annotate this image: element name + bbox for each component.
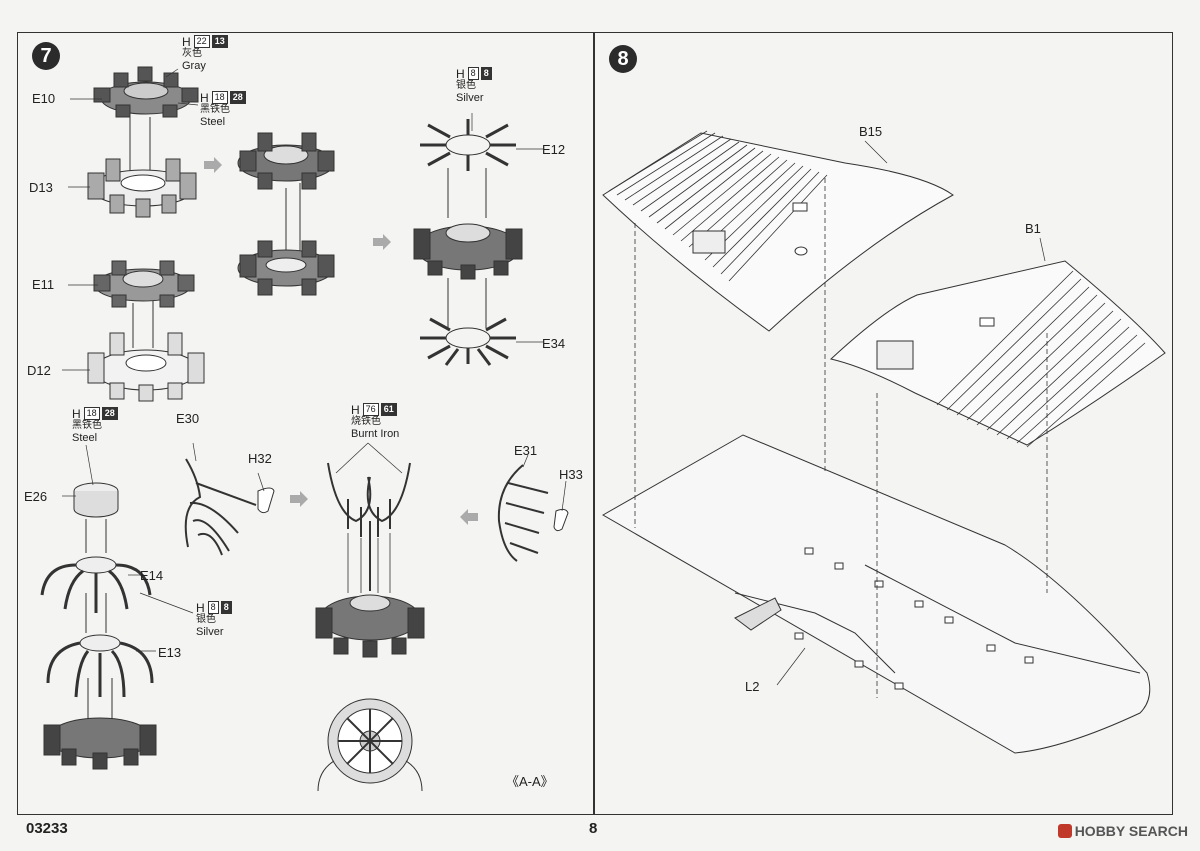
part-h33: [553, 508, 569, 532]
engine-assembly-lower: [237, 240, 335, 296]
step-number-8: 8: [609, 45, 637, 73]
step-8-panel: 8: [594, 32, 1173, 815]
engine-part-e10: [93, 66, 199, 118]
paint-prefix: H: [200, 90, 209, 105]
section-a-a-view: [317, 698, 423, 792]
panel-part-b1: [829, 260, 1166, 448]
brand-logo-icon: [1057, 824, 1072, 838]
product-code: 03233: [26, 820, 68, 837]
label-b15: B15: [859, 124, 883, 139]
paint-code-1: 8: [207, 601, 219, 614]
label-b1: B1: [1025, 221, 1041, 236]
paint-code-1: 76: [362, 403, 379, 416]
paint-name-en: Steel: [72, 432, 98, 444]
engine-base-left: [43, 717, 157, 770]
label-e12: E12: [542, 142, 566, 157]
step-8-illustration: [601, 130, 1166, 754]
brand-text: HOBBY SEARCH: [1074, 823, 1188, 839]
paint-name-en: Silver: [456, 92, 484, 104]
paint-prefix: H: [182, 34, 191, 49]
part-h32: [257, 487, 275, 514]
paint-prefix: H: [72, 406, 81, 421]
crankcase-part-d13: [87, 158, 197, 218]
paint-name-cn: 银色: [196, 614, 216, 625]
paint-code-2: 13: [211, 35, 228, 48]
panel-part-b15: [602, 130, 954, 332]
paint-name-cn: 黑铁色: [200, 104, 230, 115]
engine-base-center: [315, 594, 425, 658]
engine-part-e11: [93, 260, 195, 308]
floor-part-l2: [601, 434, 1151, 754]
engine-assembly-upper: [237, 132, 335, 190]
paint-name-cn: 灰色: [182, 48, 202, 59]
label-e11: E11: [32, 277, 55, 292]
bracket-part-e30: [184, 458, 257, 556]
label-h32: H32: [248, 451, 272, 466]
crankcase-part-d12: [87, 332, 205, 402]
paint-code-1: 22: [193, 35, 210, 48]
engine-assembly-right: [413, 223, 523, 280]
label-h33: H33: [559, 467, 583, 482]
label-d12: D12: [27, 363, 51, 378]
label-d13: D13: [29, 180, 53, 195]
paint-code-1: 8: [467, 67, 479, 80]
label-e31: E31: [514, 443, 538, 458]
cap-part-e26: [73, 482, 119, 518]
paint-name-en: Steel: [200, 116, 226, 128]
label-l2: L2: [745, 679, 760, 694]
label-section-a-a: 《A-A》: [506, 774, 554, 789]
paint-name-cn: 银色: [456, 80, 476, 91]
paint-name-en: Burnt Iron: [351, 428, 400, 440]
page-number: 8: [589, 820, 598, 837]
exhaust-collector-e14: [40, 556, 152, 613]
paint-prefix: H: [456, 66, 465, 81]
paint-code-2: 28: [101, 407, 118, 420]
paint-code-2: 28: [229, 91, 246, 104]
label-e14: E14: [140, 568, 164, 583]
label-e30: E30: [176, 411, 200, 426]
bracket-part-e31: [497, 464, 549, 562]
paint-prefix: H: [351, 402, 360, 417]
paint-name-cn: 黑铁色: [72, 420, 102, 431]
label-e26: E26: [24, 489, 48, 504]
label-e10: E10: [32, 91, 56, 106]
watermark-brand: HOBBY SEARCH: [1057, 823, 1188, 839]
paint-code-2: 61: [380, 403, 397, 416]
paint-name-cn: 烧铁色: [351, 416, 381, 427]
pushrod-ring-e34: [420, 317, 516, 366]
paint-code-2: 8: [480, 67, 492, 80]
label-e34: E34: [542, 336, 566, 351]
paint-code-1: 18: [83, 407, 100, 420]
pushrod-ring-e12: [420, 119, 516, 171]
step-7-panel: 7: [17, 32, 594, 815]
step-number-7: 7: [32, 42, 60, 70]
paint-code-2: 8: [220, 601, 232, 614]
paint-prefix: H: [196, 600, 205, 615]
paint-name-en: Gray: [182, 60, 206, 72]
paint-code-1: 18: [211, 91, 228, 104]
label-e13: E13: [158, 645, 182, 660]
step-7-illustration: [40, 66, 569, 792]
exhaust-collector-e13: [46, 634, 154, 698]
paint-name-en: Silver: [196, 626, 224, 638]
exhaust-manifold-assembly: [327, 462, 411, 591]
